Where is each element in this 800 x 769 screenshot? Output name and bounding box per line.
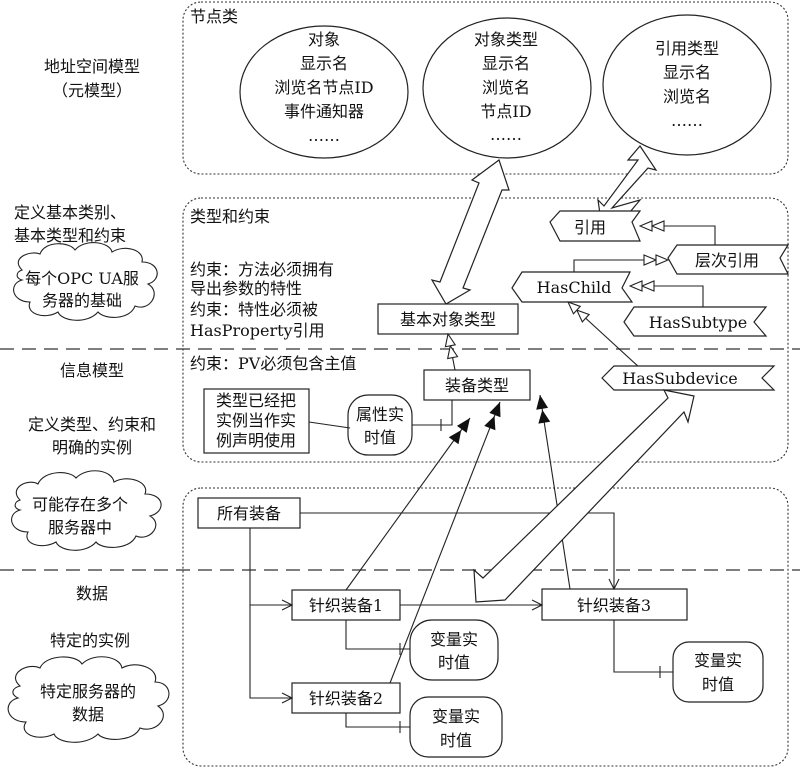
reference-type-attr: 显示名: [663, 63, 711, 82]
arrow-equip-to-base: [448, 334, 455, 371]
big-arrow-object-type: [430, 159, 510, 305]
label-info-model: 信息模型: [60, 361, 124, 380]
cloud-shape-multi: [11, 470, 162, 551]
node-class-title: 节点类: [190, 7, 238, 26]
var-rt2-line2: 时值: [440, 731, 472, 750]
cloud-specific-line1: 特定服务器的: [40, 682, 136, 701]
cloud-shape-specific: [7, 656, 170, 743]
tag-haschild: [511, 271, 634, 303]
reference-type-ellipsis: ……: [671, 111, 703, 130]
constraint2-line1: 约束：特性必须被: [190, 300, 318, 319]
base-object-type-box: [377, 303, 519, 335]
arrow-hassubtype-to-haschild: [630, 286, 704, 307]
tag-hierarchical-label: 层次引用: [695, 251, 759, 270]
arrow-hassubdevice-to-haschild: [568, 302, 641, 369]
object-ellipsis: ……: [308, 126, 340, 145]
label-define-types-1: 定义类型、约束和: [28, 415, 156, 434]
note-connector: [308, 421, 351, 429]
cloud-multi-line1: 可能存在多个: [32, 495, 128, 514]
knit3-label: 针织装备3: [577, 596, 651, 615]
object-type-attr: 显示名: [482, 54, 530, 73]
reference-type-attr: 浏览名: [663, 87, 711, 106]
label-define-basic-1: 定义基本类别、: [14, 203, 126, 222]
arrow-knit3-type: [536, 394, 571, 590]
tag-hassubtype-label: HasSubtype: [649, 313, 747, 332]
ellipse-reference-type: [602, 14, 772, 156]
tag-hierarchical: [667, 244, 790, 275]
property-rt-line2: 时值: [364, 428, 396, 447]
label-data: 数据: [76, 584, 108, 603]
constraint2-line2: HasProperty引用: [190, 321, 325, 340]
var-rt-box-1: [409, 619, 499, 681]
cloud-basis-line2: 务器的基础: [42, 291, 122, 310]
property-rt-line1: 属性实: [356, 405, 404, 424]
var-rt1-line1: 变量实: [430, 630, 478, 649]
arrow-hier-to-ref: [640, 226, 716, 245]
constraint1-line1: 约束：方法必须拥有: [190, 260, 334, 279]
object-type-attr: 浏览名: [482, 78, 530, 97]
note-line1: 类型已经把: [216, 391, 296, 410]
note-line3: 例声明使用: [216, 431, 296, 450]
knit2-box: [291, 682, 401, 714]
var-rt2-line1: 变量实: [432, 707, 480, 726]
big-arrow-hassubdevice: [473, 389, 695, 603]
cloud-specific-line2: 数据: [72, 705, 104, 724]
note-box: [203, 388, 310, 454]
object-type-ellipsis: ……: [490, 125, 522, 144]
label-meta-model: （元模型）: [52, 81, 132, 100]
equip-property-link: [412, 400, 453, 431]
constraint1-line2: 导出参数的特性: [190, 279, 302, 298]
knit1-label: 针织装备1: [309, 596, 383, 615]
tag-references: [549, 210, 642, 242]
constraint-pv: 约束：PV必须包含主值: [190, 354, 356, 373]
link-knit1-var: [345, 620, 410, 655]
cloud-shape-basis: [13, 242, 158, 321]
tag-references-label: 引用: [574, 218, 606, 237]
reference-type-title: 引用类型: [655, 39, 719, 58]
label-define-basic-2: 基本类型和约束: [14, 226, 126, 245]
link-knit3-var: [613, 620, 673, 678]
object-type-title: 对象类型: [474, 30, 538, 49]
object-attr: 浏览名节点ID: [274, 78, 373, 97]
ellipse-object-type: [422, 17, 592, 159]
link-all-knit1: [249, 528, 292, 605]
link-all-knit3: [300, 512, 614, 589]
link-all-knit2: [249, 605, 292, 698]
object-attr: 显示名: [300, 54, 348, 73]
cloud-multi-line2: 服务器中: [48, 518, 112, 537]
object-attr: 事件通知器: [284, 102, 364, 121]
label-specific-instances: 特定的实例: [50, 631, 130, 650]
var-rt3-line2: 时值: [702, 675, 734, 694]
all-equipment-box: [197, 497, 301, 529]
types-title: 类型和约束: [190, 207, 270, 226]
data-region: [182, 487, 789, 767]
big-arrow-reference-type: [597, 145, 658, 215]
object-title: 对象: [308, 30, 340, 49]
base-object-type-label: 基本对象类型: [400, 310, 496, 329]
all-equipment-label: 所有装备: [217, 504, 281, 523]
equipment-type-label: 装备类型: [445, 376, 509, 395]
tag-hassubdevice-label: HasSubdevice: [622, 369, 738, 388]
label-define-types-2: 明确的实例: [52, 438, 132, 457]
tag-hassubdevice: [601, 365, 776, 391]
object-type-attr: 节点ID: [480, 102, 531, 121]
tag-hassubtype: [623, 306, 768, 337]
cloud-basis-line1: 每个OPC UA服: [25, 269, 139, 288]
tag-haschild-label: HasChild: [537, 278, 612, 297]
equipment-type-box: [423, 369, 531, 401]
var-rt3-line1: 变量实: [694, 651, 742, 670]
arrow-haschild-to-hier: [573, 260, 668, 272]
knit2-label: 针织装备2: [309, 689, 383, 708]
note-line2: 实例当作实: [216, 411, 296, 430]
var-rt1-line2: 时值: [438, 653, 470, 672]
link-knit2-var: [345, 713, 410, 733]
arrow-knit1-type: [345, 417, 471, 591]
label-address-space: 地址空间模型: [44, 57, 140, 76]
ellipse-object: [239, 25, 409, 159]
arrow-knit2-type: [389, 401, 501, 684]
